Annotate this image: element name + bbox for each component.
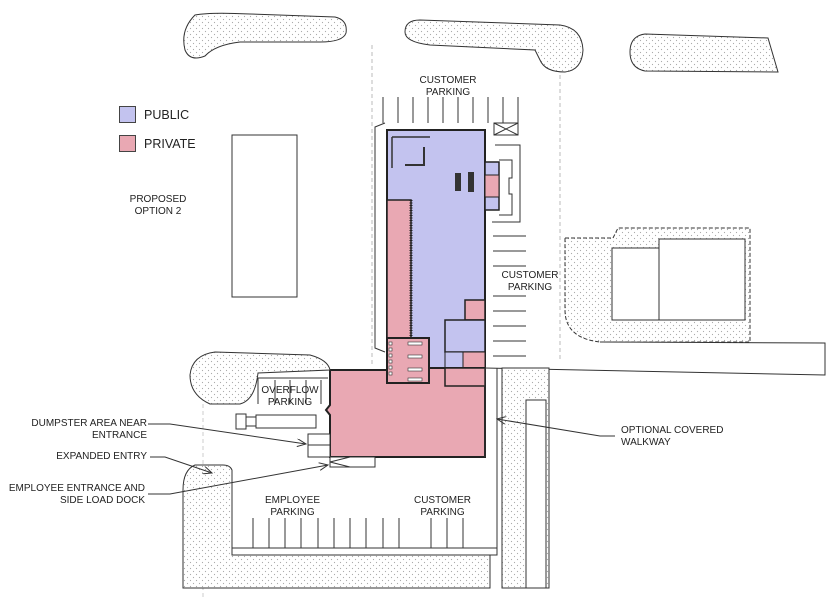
employee-parking-stalls (252, 518, 464, 548)
leader-dumpster (148, 423, 306, 444)
landscape-island-top-left (183, 12, 347, 59)
landscape-island-top-right (629, 33, 779, 73)
parking-stalls-top (382, 97, 519, 123)
legend-public-label: PUBLIC (144, 107, 190, 122)
leader-employee-entrance (148, 465, 328, 495)
public-swatch (119, 106, 136, 123)
truck-icon (235, 413, 317, 430)
legend-private: PRIVATE (119, 135, 196, 152)
proposed-option-2-footprint (231, 134, 298, 298)
load-dock (329, 456, 376, 468)
leader-covered-walkway (497, 419, 615, 437)
landscape-island-top-center (404, 19, 584, 73)
leader-expanded-entry (150, 456, 212, 473)
private-storage-strip (386, 199, 412, 341)
expanded-entry-label: EXPANDED ENTRY (56, 451, 147, 462)
private-swatch (119, 135, 136, 152)
overflow-parking-stalls (257, 377, 328, 404)
landscape-island-west (189, 351, 331, 405)
legend-public: PUBLIC (119, 106, 189, 123)
legend-private-label: PRIVATE (144, 136, 196, 151)
parking-stalls-right (493, 235, 526, 357)
